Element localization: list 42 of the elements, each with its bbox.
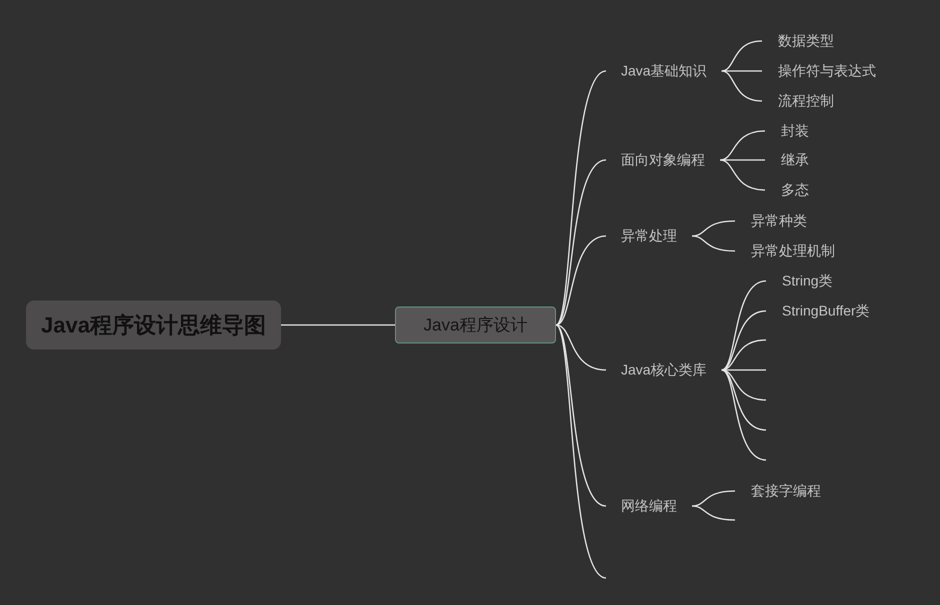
subtopic: 继承 <box>765 146 813 174</box>
branch-line <box>721 369 766 401</box>
branch-line <box>692 235 736 252</box>
branch-line <box>720 159 766 191</box>
subtopic: 封装 <box>765 118 813 144</box>
subtopic: 异常种类 <box>735 208 811 234</box>
branch-line <box>556 235 606 326</box>
subtopic: 数据类型 <box>762 28 838 54</box>
branch-line <box>280 324 395 326</box>
branch-line <box>721 40 762 72</box>
branch-topic: 面向对象编程 <box>606 146 720 174</box>
branch-line <box>721 280 766 371</box>
branch-line <box>720 130 766 161</box>
branch-line <box>556 324 606 507</box>
branch-line <box>556 324 606 371</box>
branch-line <box>720 159 765 161</box>
branch-line <box>556 324 606 579</box>
branch-line <box>556 159 606 326</box>
branch-line <box>555 70 606 326</box>
subtopic: 流程控制 <box>762 88 838 114</box>
branch-topic: 网络编程 <box>606 492 692 520</box>
root-topic: Java程序设计思维导图 <box>26 300 281 350</box>
branch-line <box>722 369 766 371</box>
branch-topic: 异常处理 <box>606 222 692 250</box>
branch-line <box>721 369 766 431</box>
branch-topic: Java核心类库 <box>606 356 722 384</box>
branch-line <box>692 490 736 507</box>
branch-line <box>721 339 766 371</box>
subtopic: StringBuffer类 <box>766 298 874 324</box>
subtopic: 多态 <box>765 176 813 204</box>
branch-line <box>692 505 736 521</box>
central-topic: Java程序设计 <box>395 306 556 344</box>
branch-line <box>721 310 766 371</box>
branch-line <box>722 70 762 72</box>
branch-line <box>721 369 766 461</box>
subtopic: 异常处理机制 <box>735 238 839 264</box>
subtopic: 操作符与表达式 <box>762 58 880 84</box>
branch-line <box>692 220 736 237</box>
subtopic: String类 <box>766 268 837 294</box>
subtopic: 套接字编程 <box>735 478 825 504</box>
branch-line <box>721 70 762 102</box>
branch-topic: Java基础知识 <box>606 58 722 84</box>
